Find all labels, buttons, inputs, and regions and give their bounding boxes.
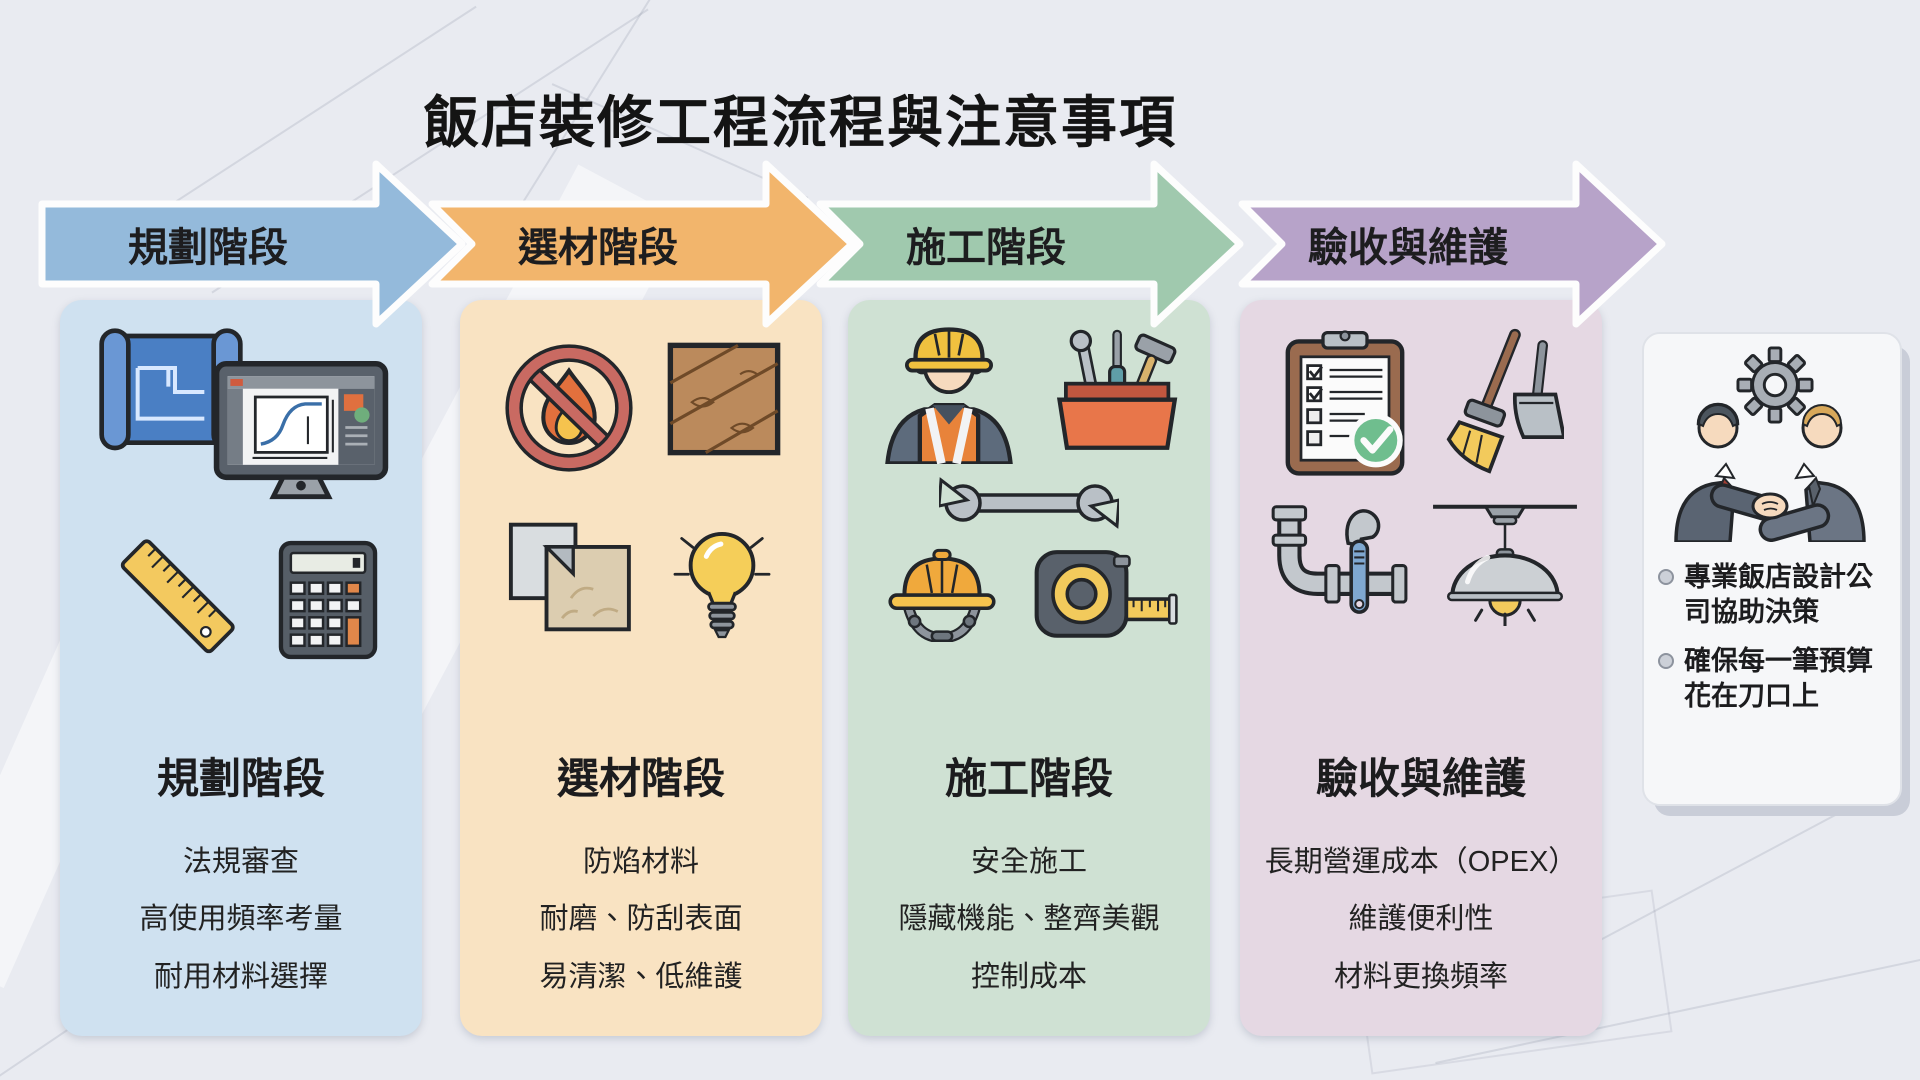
consultation-card: 專業飯店設計公司協助決策 確保每一筆預算花在刀口上 <box>1642 332 1902 806</box>
panel-item: 耐磨、防刮表面 <box>539 903 743 936</box>
arrow-shape <box>38 160 466 328</box>
panel-item: 易清潔、低維護 <box>539 960 743 993</box>
panel-heading: 施工階段 <box>944 755 1113 802</box>
stage-arrow-label: 施工階段 <box>906 226 1066 270</box>
panel-heading: 選材階段 <box>556 755 725 802</box>
planning-icons <box>60 300 422 745</box>
tape-measure-icon <box>1034 550 1178 638</box>
panel-item: 維護便利性 <box>1348 903 1494 936</box>
no-fire-icon <box>505 344 633 472</box>
panel-item: 防焰材料 <box>582 846 699 878</box>
pendant-lamp-icon <box>1433 504 1577 626</box>
hardhat-icon <box>888 548 996 642</box>
stage-arrow-planning: 規劃階段 <box>38 158 468 330</box>
stage-arrow-label: 選材階段 <box>518 226 678 270</box>
stage-arrow-acceptance: 驗收與維護 <box>1238 158 1668 330</box>
pipe-wrench-icon <box>1271 505 1408 614</box>
panel-item: 耐用材料選擇 <box>153 960 328 993</box>
calculator-icon <box>278 540 378 660</box>
toolbox-icon <box>1056 329 1178 450</box>
monitor-icon <box>213 361 389 500</box>
checklist-icon <box>1285 330 1405 476</box>
stage-panel-acceptance: 驗收與維護 長期營運成本（OPEX） 維護便利性 材料更換頻率 <box>1240 300 1602 1036</box>
ruler-icon <box>120 539 235 654</box>
arrow-shape <box>1238 160 1666 328</box>
wrench-icon <box>939 477 1119 529</box>
panel-heading: 驗收與維護 <box>1315 755 1526 802</box>
materials-icons <box>460 300 822 745</box>
stage-panel-materials: 選材階段 防焰材料 耐磨、防刮表面 易清潔、低維護 <box>460 300 822 1036</box>
panel-item: 隱藏機能、整齊美觀 <box>898 903 1160 936</box>
panel-item: 安全施工 <box>970 846 1087 878</box>
lightbulb-icon <box>673 531 771 639</box>
consultation-icons <box>1644 334 1900 546</box>
construction-worker-icon <box>885 327 1013 464</box>
stage-panel-planning: 規劃階段 法規審查 高使用頻率考量 耐用材料選擇 <box>60 300 422 1036</box>
arrow-shape <box>816 160 1244 328</box>
card-bullet-text: 確保每一筆預算花在刀口上 <box>1684 646 1873 712</box>
panel-item: 材料更換頻率 <box>1333 960 1508 993</box>
acceptance-icons <box>1240 300 1602 745</box>
card-bullet-text: 專業飯店設計公司協助決策 <box>1684 562 1873 628</box>
panel-item: 高使用頻率考量 <box>139 903 343 936</box>
broom-dustpan-icon <box>1446 328 1564 474</box>
arrow-shape <box>428 160 856 328</box>
gear-icon <box>1736 346 1814 424</box>
bullet-dot-icon <box>1658 569 1674 585</box>
stage-arrow-materials: 選材階段 <box>428 158 858 330</box>
construction-icons <box>848 300 1210 745</box>
handshake-icon <box>1674 402 1866 542</box>
panel-item: 長期營運成本（OPEX） <box>1264 846 1578 878</box>
stage-arrow-label: 規劃階段 <box>128 226 288 270</box>
stage-arrow-label: 驗收與維護 <box>1308 226 1508 270</box>
panel-item: 控制成本 <box>970 960 1087 993</box>
stage-arrow-construction: 施工階段 <box>816 158 1246 330</box>
page-title: 飯店裝修工程流程與注意事項 <box>423 90 1177 154</box>
panel-item: 法規審查 <box>182 846 299 878</box>
stage-panel-construction: 施工階段 安全施工 隱藏機能、整齊美觀 控制成本 <box>848 300 1210 1036</box>
card-bullet: 確保每一筆預算花在刀口上 <box>1658 644 1886 714</box>
panel-heading: 規劃階段 <box>156 755 325 802</box>
bullet-dot-icon <box>1658 653 1674 670</box>
wood-floor-icon <box>667 342 781 456</box>
card-bullet: 專業飯店設計公司協助決策 <box>1658 560 1886 630</box>
material-sample-icon <box>508 522 631 632</box>
